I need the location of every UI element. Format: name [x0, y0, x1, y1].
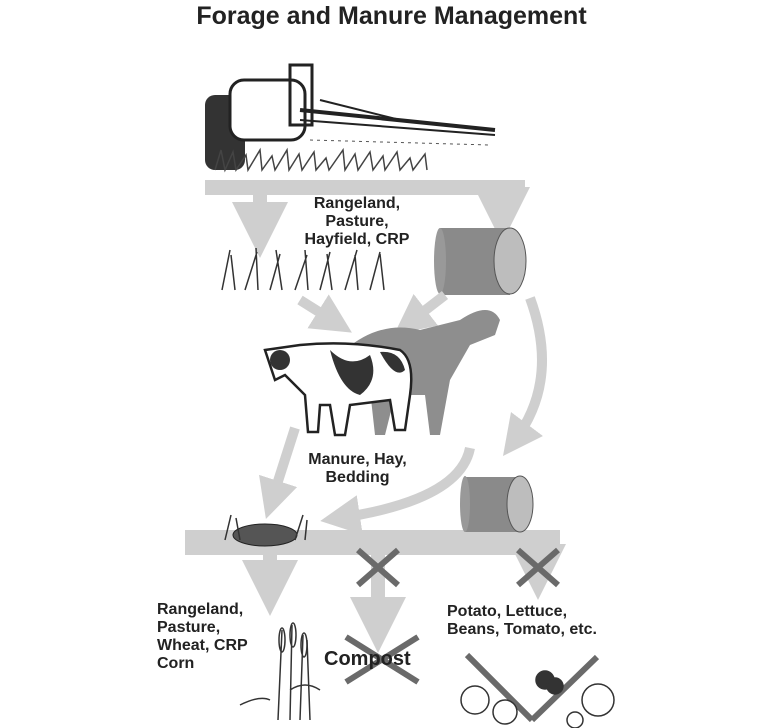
label-line: Pasture,	[157, 619, 221, 636]
allowed-fields-label: Rangeland, Pasture, Wheat, CRP Corn	[157, 601, 248, 673]
manure-sources-label: Manure, Hay, Bedding	[305, 451, 410, 487]
label-line: Rangeland,	[157, 601, 244, 618]
compost-label: Compost	[324, 648, 411, 670]
label-line: Potato, Lettuce,	[447, 603, 568, 620]
label-line: Manure, Hay,	[308, 451, 407, 468]
label-line: Bedding	[325, 469, 390, 486]
vegetables-illustration	[460, 670, 615, 728]
prohibited-cross-icon	[344, 547, 600, 723]
restricted-crops-label: Potato, Lettuce, Beans, Tomato, etc.	[447, 603, 597, 639]
forage-sources-label: Rangeland, Pasture, Hayfield, CRP	[282, 195, 432, 249]
manure-pile-illustration	[224, 514, 308, 547]
cow-and-horse-illustration	[263, 310, 500, 437]
label-line: Corn	[157, 655, 195, 672]
corn-wheat-illustration	[239, 622, 321, 721]
hay-bale-illustration	[434, 227, 527, 295]
diagram-title: Forage and Manure Management	[196, 2, 587, 30]
label-line: Beans, Tomato, etc.	[447, 621, 597, 638]
pasture-grass-illustration	[221, 247, 385, 291]
sprayer-tractor-illustration	[205, 63, 496, 173]
hay-bale-illustration-2	[460, 475, 534, 533]
label-line: Hayfield, CRP	[304, 231, 410, 248]
label-line: Wheat, CRP	[157, 637, 248, 654]
label-line: Rangeland, Pasture,	[313, 195, 401, 230]
